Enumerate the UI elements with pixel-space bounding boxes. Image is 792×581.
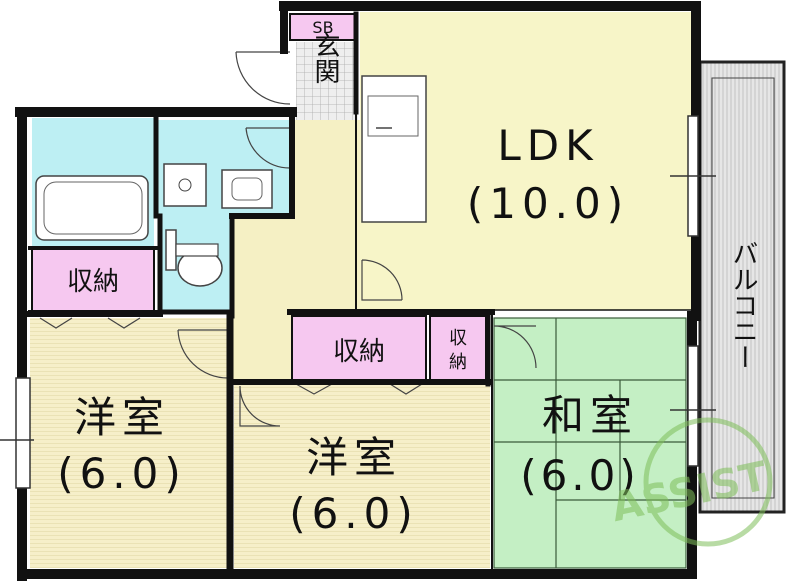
western-room-2-floor (234, 384, 490, 568)
entrance-label: 玄関 (310, 32, 340, 84)
japanese-room-label: 和室 (542, 391, 638, 440)
storage-bath-label: 収納 (67, 267, 119, 297)
western-room-2-size: (6.0) (289, 489, 419, 538)
door-swings (39, 51, 537, 427)
japanese-room-size: (6.0) (520, 451, 640, 500)
storage-center-box (291, 315, 427, 381)
shoe-box-label: SB (312, 18, 333, 37)
ldk-size: (10.0) (467, 179, 629, 228)
western-room-1-floor (30, 318, 230, 568)
storage-small-box (429, 315, 487, 381)
windows (0, 115, 716, 489)
storage-center-label: 収納 (333, 337, 385, 367)
wash-basin (221, 169, 273, 209)
washing-machine-space (163, 163, 207, 207)
kitchen-counter (361, 75, 427, 223)
western-room-2-label: 洋室 (306, 433, 402, 482)
storage-small-label-bottom: 納 (449, 352, 467, 373)
western-room-1-label: 洋室 (74, 393, 170, 442)
entrance-floor (296, 42, 358, 120)
toilet-fixture (165, 229, 223, 287)
ldk-label: LDK (497, 121, 598, 170)
balcony-label: バルコニー (728, 240, 758, 370)
tatami (493, 317, 687, 569)
bathtub (35, 175, 149, 241)
storage-small-label-top: 収 (449, 328, 467, 349)
western-room-1-size: (6.0) (57, 449, 187, 498)
